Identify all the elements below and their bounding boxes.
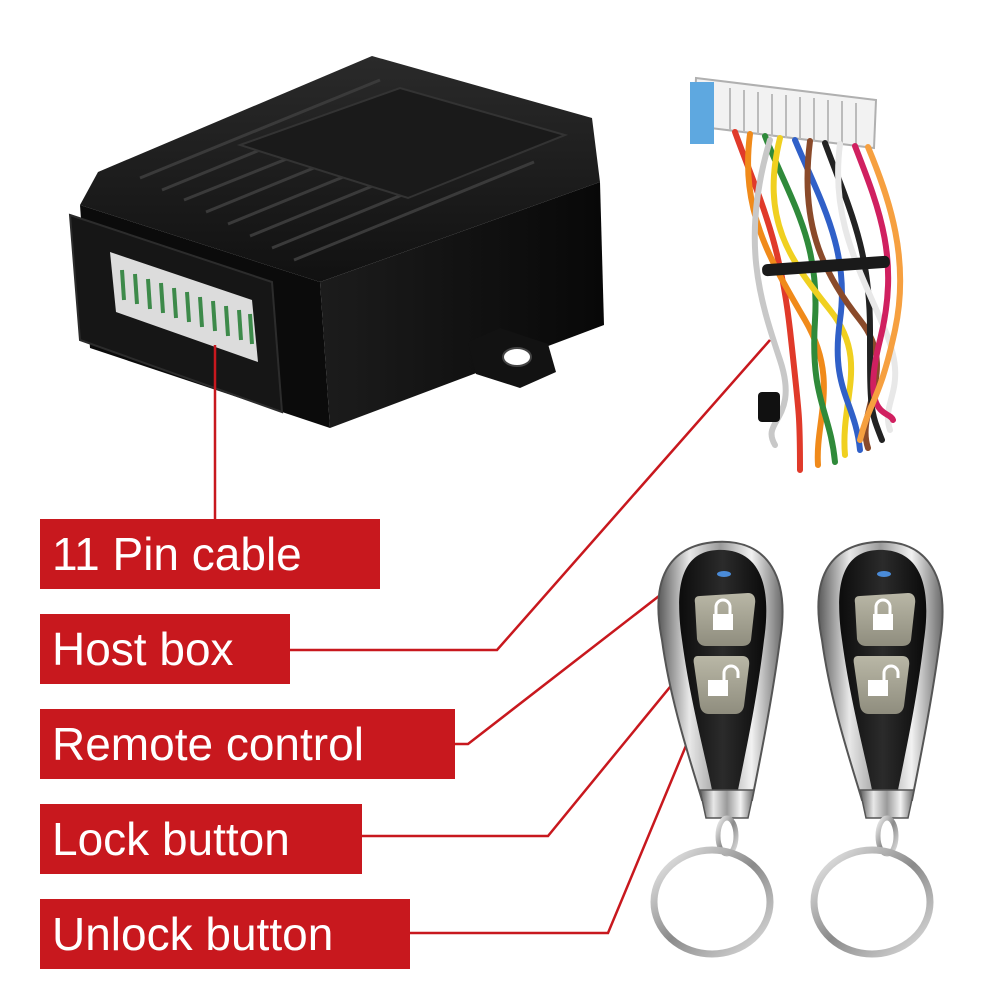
host-box-panel	[236, 86, 569, 200]
connector-pin-contacts	[120, 269, 254, 345]
remote-left-bottom-cap	[699, 789, 755, 819]
lock-closed-icon	[713, 598, 733, 630]
label-host-box: Host box	[40, 614, 290, 684]
harness-fuse-holder	[758, 392, 780, 422]
remote-right-bottom-cap	[859, 789, 915, 819]
leader-lines	[213, 339, 771, 935]
label-pin-cable: 11 Pin cable	[40, 519, 380, 589]
leader-lock-button	[362, 625, 721, 838]
wire-harness	[690, 76, 904, 473]
label-lock-button: Lock button	[40, 804, 362, 874]
harness-cable-tie	[762, 255, 890, 277]
leader-unlock-button	[410, 699, 707, 935]
label-remote-control: Remote control	[40, 709, 455, 779]
host-box	[68, 56, 604, 428]
leader-remote-control	[455, 571, 691, 746]
lock-closed-icon	[873, 598, 893, 630]
host-box-side-face	[320, 182, 604, 428]
remote-left-led	[717, 571, 731, 577]
harness-wires	[732, 129, 904, 473]
remote-right-led	[877, 571, 891, 577]
leader-host-box	[290, 339, 771, 652]
remote-control-left	[650, 540, 784, 958]
harness-connector-slots	[729, 88, 857, 145]
harness-connector-latch	[690, 82, 714, 144]
lock-open-icon	[868, 664, 900, 696]
label-unlock-button: Unlock button	[40, 899, 410, 969]
remote-left-key-ring	[650, 846, 774, 958]
remote-right-key-ring	[810, 846, 934, 958]
lock-open-icon	[708, 664, 740, 696]
host-box-mount-hole	[502, 347, 532, 367]
remote-control-right	[810, 540, 944, 958]
